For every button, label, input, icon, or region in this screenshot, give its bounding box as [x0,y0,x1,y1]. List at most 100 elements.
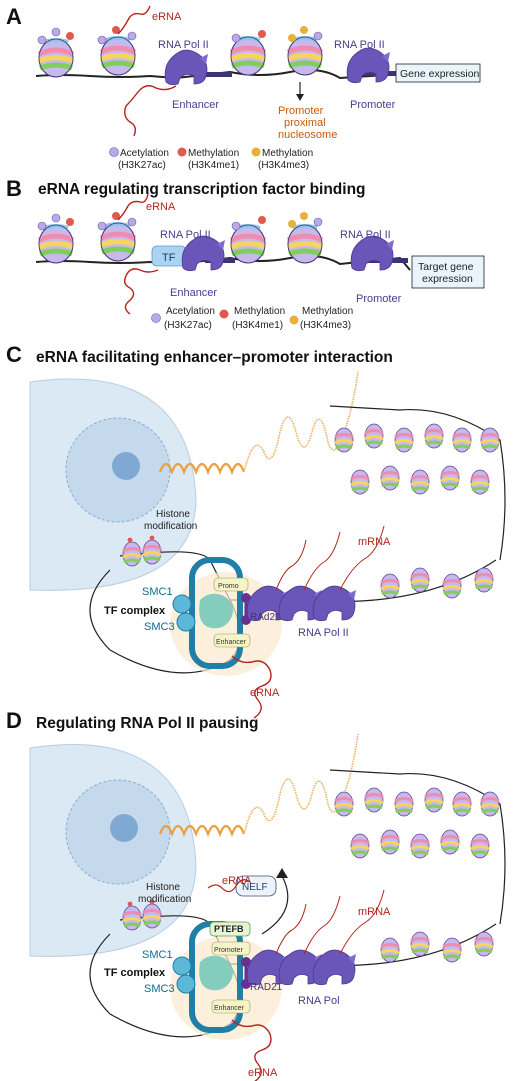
d-enhancer-box-label: Enhancer [214,1005,245,1012]
a-pol-label-right: RNA Pol II [334,39,385,51]
methylation3-dot-icon [251,147,261,157]
b-legend-me3-1: Methylation [302,306,353,317]
a-ppn-1: Promoter [278,105,324,117]
methylation-dot-icon [219,309,229,319]
b-promoter-label: Promoter [356,293,402,305]
panel-d-title: Regulating RNA Pol II pausing [36,715,258,732]
c-rad21-label: RAd21 [250,612,281,623]
d-smc1-label: SMC1 [142,949,173,961]
b-enhancer-label: Enhancer [170,287,217,299]
nucleosome [479,426,501,454]
acetylation-dot-icon [151,313,161,323]
nucleosome [231,37,265,75]
nucleosome [363,786,385,814]
c-promo-label: Promo [218,583,239,590]
b-legend-ac-2: (H3K27ac) [164,320,212,331]
nucleosome [349,468,371,496]
nucleosome [39,39,73,77]
nucleosome [379,572,401,600]
c-smc3-label: SMC3 [144,621,175,633]
a-legend: Acetylation (H3K27ac) Methylation (H3K4m… [109,147,313,171]
panel-b-title: eRNA regulating transcription factor bin… [38,181,366,198]
c-smc1-label: SMC1 [142,586,173,598]
nucleosome [473,566,495,594]
cohesin-ring-icon [189,557,243,669]
rna-pol-ii [312,949,357,986]
b-legend-me3-2: (H3K4me3) [300,320,351,331]
nucleosome [101,223,135,261]
c-tf-complex-label: TF complex [104,605,166,617]
a-legend-me3-2: (H3K4me3) [258,160,309,171]
c-erna-label: eRNA [250,687,280,699]
c-histone-2: modification [144,521,197,532]
rna-pol-ii [312,585,357,622]
nucleosome [441,572,463,600]
d-promoter-box-label: Promoter [214,947,243,954]
a-legend-me1-1: Methylation [188,148,239,159]
a-legend-me3-1: Methylation [262,148,313,159]
a-promoter-label: Promoter [350,99,396,111]
d-histone-1: Histone [146,882,180,893]
nucleosome [451,426,473,454]
a-enhancer-label: Enhancer [172,99,219,111]
rna-pol-ii-promoter [350,235,395,272]
nucleosome [349,832,371,860]
b-legend-me1-2: (H3K4me1) [232,320,283,331]
rna-pol-ii-enhancer [181,235,226,272]
acetylation-dot-icon [109,147,119,157]
b-erna-label: eRNA [146,201,176,213]
nucleosome [39,225,73,263]
rna-pol-ii-enhancer [164,49,209,86]
b-legend-me1-1: Methylation [234,306,285,317]
nucleosome [288,37,322,75]
nucleosome [451,790,473,818]
d-pol-label: RNA Pol [298,995,340,1007]
nucleosome [469,468,491,496]
d-mrna-label: mRNA [358,906,391,918]
rna-pol-ii-promoter [346,47,391,84]
b-pol-label-right: RNA Pol II [340,229,391,241]
d-histone-2: modification [138,894,191,905]
d-ptefb-label: PTEFB [214,924,244,934]
nucleosome [439,464,461,492]
nucleosome [141,902,163,930]
nucleosome [363,422,385,450]
nucleosome [393,426,415,454]
c-mrna-label: mRNA [358,536,391,548]
d-erna-top-label: eRNA [222,875,252,887]
nucleosome [121,904,143,932]
nucleosome [379,464,401,492]
d-tf-complex-label: TF complex [104,967,166,979]
b-target-2: expression [422,273,473,285]
nucleosome [409,468,431,496]
a-legend-ac-1: Acetylation [120,148,169,159]
nucleosome [288,225,322,263]
panel-d-diagram [29,733,506,1081]
b-tf-label: TF [162,252,176,264]
nucleosome [439,828,461,856]
b-pol-label-left: RNA Pol II [160,229,211,241]
panel-b-diagram [35,193,485,315]
nucleosome [409,566,431,594]
nucleosome [333,426,355,454]
nucleosome [441,936,463,964]
nucleosome [101,37,135,75]
d-nelf-label: NELF [242,882,268,893]
a-ppn-2: proximal [284,117,326,129]
nucleosome [393,790,415,818]
nucleosome [423,786,445,814]
methylation3-dot-icon [289,315,299,325]
panel-a-diagram [35,5,481,137]
nucleosome [379,828,401,856]
c-enhancer-box-label: Enhancer [216,639,247,646]
nucleosome [409,832,431,860]
panel-d-letter: D [6,708,22,733]
d-erna-label: eRNA [248,1067,278,1079]
panel-c-letter: C [6,342,22,367]
a-legend-me1-2: (H3K4me1) [188,160,239,171]
a-ppn-3: nucleosome [278,129,337,141]
a-legend-ac-2: (H3K27ac) [118,160,166,171]
panel-a-letter: A [6,4,22,29]
methylation-dot-icon [177,147,187,157]
d-smc3-label: SMC3 [144,983,175,995]
